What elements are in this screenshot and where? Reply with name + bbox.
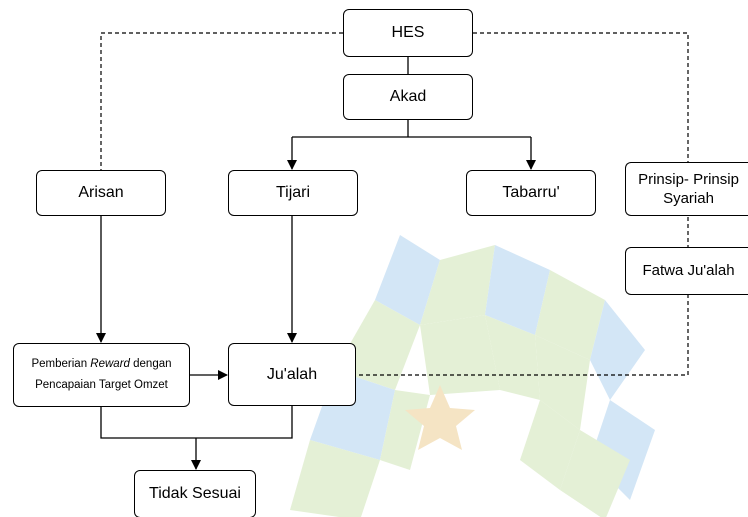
watermark-star	[405, 385, 475, 450]
node-pemberian-reward: Pemberian Reward dengan Pencapaian Targe…	[13, 343, 190, 407]
node-pemberian-reward-label: Pemberian Reward dengan Pencapaian Targe…	[16, 354, 187, 397]
edge-hes-arisan-dashed	[100, 32, 343, 170]
pemberian-emphasis: Reward	[90, 357, 130, 370]
watermark-petal	[520, 400, 580, 490]
node-arisan: Arisan	[36, 170, 166, 216]
watermark-petal	[535, 270, 605, 360]
watermark-petal	[485, 315, 540, 400]
watermark-petal	[560, 430, 630, 517]
node-tabarru-label: Tabarru'	[502, 184, 560, 202]
watermark-petal	[485, 245, 550, 335]
node-prinsip-syariah-label: Prinsip- Prinsip Syariah	[638, 170, 739, 208]
node-tabarru: Tabarru'	[466, 170, 596, 216]
watermark-petal	[590, 300, 645, 400]
node-hes: HES	[343, 9, 473, 57]
watermark-petal	[290, 440, 380, 517]
node-jualah: Ju'alah	[228, 343, 356, 406]
node-akad: Akad	[343, 74, 473, 120]
node-tidak-sesuai: Tidak Sesuai	[134, 470, 256, 517]
pemberian-prefix: Pemberian	[31, 357, 91, 370]
edge-jualah-merge	[196, 406, 293, 439]
node-fatwa-jualah-label: Fatwa Ju'alah	[642, 262, 735, 280]
node-jualah-label: Ju'alah	[266, 365, 318, 383]
watermark-petal	[335, 300, 420, 390]
watermark-petal	[535, 335, 590, 430]
watermark-petal	[375, 235, 440, 325]
node-fatwa-jualah: Fatwa Ju'alah	[625, 247, 748, 295]
node-hes-label: HES	[391, 24, 425, 42]
node-akad-label: Akad	[389, 88, 427, 106]
edge-pemberian-merge	[100, 407, 196, 439]
node-tidak-sesuai-label: Tidak Sesuai	[149, 485, 241, 503]
node-tijari: Tijari	[228, 170, 358, 216]
pemberian-suffix: dengan Pencapaian Target Omzet	[35, 357, 172, 391]
node-arisan-label: Arisan	[78, 184, 124, 202]
watermark-petal	[420, 245, 495, 325]
node-prinsip-syariah: Prinsip- Prinsip Syariah	[625, 162, 748, 216]
node-tijari-label: Tijari	[275, 184, 311, 202]
